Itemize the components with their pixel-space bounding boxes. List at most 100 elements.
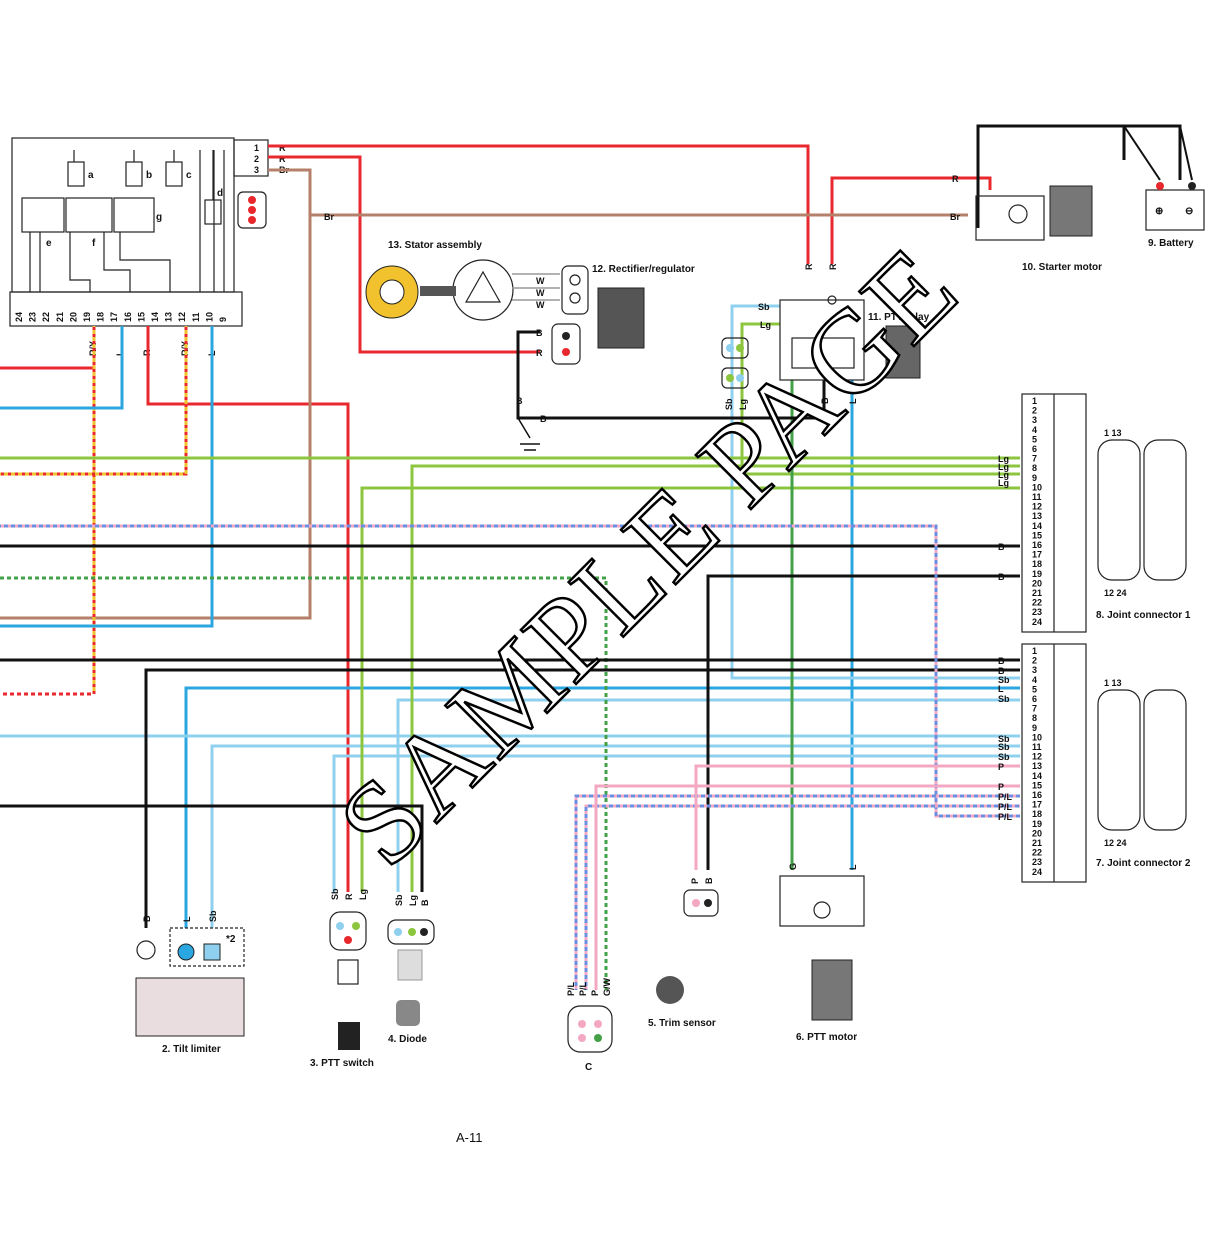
- wire-label-relay-r2: R: [828, 263, 838, 270]
- wire-red-ptt: [146, 326, 350, 892]
- wire-label-w2: W: [536, 288, 545, 298]
- jc2-wire-label: P/L: [998, 802, 1013, 812]
- label-ptt-relay: 11. PTT relay: [868, 312, 930, 323]
- wire-sb-2: [210, 744, 1020, 928]
- diode: 4. Diode Sb Lg B: [387, 894, 435, 1045]
- ecu-pin-11: 11: [191, 312, 201, 322]
- wire-label-diode-b: B: [420, 899, 430, 906]
- jc2-face-bottom: 12 24: [1104, 838, 1127, 848]
- wire-label-conn-sb: Sb: [724, 398, 734, 410]
- wire-black-3: [144, 668, 1020, 928]
- jc1-face-top: 1 13: [1104, 428, 1122, 438]
- jc2-wire-label: L: [998, 684, 1004, 694]
- wire-sb-5: [730, 304, 1020, 680]
- jc2-pins-15: 15: [1032, 780, 1042, 790]
- fuse-b-icon: [125, 161, 143, 187]
- wire-label-ptt-r: R: [344, 893, 354, 900]
- jc2-pins-3: 3: [1032, 665, 1037, 675]
- jc2-pins-5: 5: [1032, 684, 1037, 694]
- wire-label-c-pl1: P/L: [566, 981, 576, 996]
- wire-label-diode-lg: Lg: [408, 895, 418, 906]
- wire-brown-1: [0, 168, 312, 620]
- wire-blue-l1: [0, 326, 124, 410]
- label-stator: 13. Stator assembly: [388, 240, 482, 251]
- jc1-pins-5: 5: [1032, 434, 1037, 444]
- wires: [0, 124, 1182, 990]
- ecu-pin-21: 21: [55, 312, 65, 322]
- fuse-label-b: b: [146, 170, 152, 181]
- ecu-wire-l-1: L: [115, 350, 125, 356]
- joint-connector-1: 123456789101112131415161718192021222324 …: [1021, 393, 1191, 633]
- jc1-pins-9: 9: [1032, 473, 1037, 483]
- jc2-pins-13: 13: [1032, 761, 1042, 771]
- wire-label-br-mid: Br: [324, 212, 334, 222]
- relay-label-e: e: [46, 238, 52, 249]
- jc1-wire-label: B: [998, 572, 1005, 582]
- relay-label-g: g: [156, 212, 162, 223]
- wire-label-trim-b: B: [704, 877, 714, 884]
- jc2-wire-label: P: [998, 762, 1004, 772]
- label-rectifier: 12. Rectifier/regulator: [592, 264, 695, 275]
- label-ptt-motor: 6. PTT motor: [796, 1032, 857, 1043]
- wire-label-relay-r1: R: [804, 263, 814, 270]
- label-battery: 9. Battery: [1148, 238, 1194, 249]
- page-number: A-11: [456, 1130, 483, 1145]
- jc1-pins-16: 16: [1032, 540, 1042, 550]
- wire-lg-4: [410, 464, 1020, 892]
- ptt-switch: 3. PTT switch Sb R Lg: [310, 888, 374, 1069]
- jc2-wire-label: B: [998, 656, 1005, 666]
- battery: ⊕ ⊖ 9. Battery R: [952, 125, 1205, 249]
- wire-blue-tilt: [184, 686, 1020, 928]
- wire-label-conn-lg: Lg: [738, 399, 748, 410]
- jc1-pins-22: 22: [1032, 598, 1042, 608]
- wire-red-1: [268, 144, 810, 264]
- jc2-pins-11: 11: [1032, 742, 1042, 752]
- wire-black-4: [0, 804, 424, 892]
- wire-label-tl-l: L: [182, 916, 192, 922]
- jc2-pins-10: 10: [1032, 732, 1042, 742]
- jc2-wire-label: Sb: [998, 675, 1010, 685]
- jc2-pins-20: 20: [1032, 828, 1042, 838]
- jc1-pins-10: 10: [1032, 482, 1042, 492]
- fuse-d-icon: [204, 199, 222, 225]
- jc2-wire-label: Sb: [998, 734, 1010, 744]
- relay-f-icon: [65, 197, 113, 233]
- jc1-pins-13: 13: [1032, 511, 1042, 521]
- wire-pink-2: [694, 764, 1020, 870]
- wire-black-5: [706, 574, 1020, 870]
- jc2-pins-21: 21: [1032, 838, 1042, 848]
- jc2-pins-7: 7: [1032, 704, 1037, 714]
- wire-label-diode-sb: Sb: [394, 894, 404, 906]
- wire-label-rect-b: B: [536, 328, 543, 338]
- jc2-pins-16: 16: [1032, 790, 1042, 800]
- wire-label-tl-b: B: [142, 915, 152, 922]
- fuse-box-pin-3: 3: [254, 165, 259, 175]
- jc2-wire-label: P/L: [998, 812, 1013, 822]
- wire-label-w1: W: [536, 276, 545, 286]
- wire-label-relay-g: G: [788, 397, 798, 404]
- label-tilt-limiter: 2. Tilt limiter: [162, 1044, 221, 1055]
- wire-pl-3: [584, 804, 1020, 990]
- ecu-pin-15: 15: [136, 312, 146, 322]
- fuse-label-d: d: [217, 188, 223, 199]
- ecu-pin-18: 18: [96, 312, 106, 322]
- wire-red-3: [830, 176, 992, 264]
- jc2-pins-2: 2: [1032, 656, 1037, 666]
- note-mark: *2: [226, 934, 236, 945]
- fuse-a-icon: [67, 161, 85, 187]
- relay-label-f: f: [92, 238, 96, 249]
- ecu-pin-16: 16: [123, 312, 133, 322]
- jc2-pins-1: 1: [1032, 646, 1037, 656]
- jc1-pins-24: 24: [1032, 617, 1042, 627]
- ecu-pin-24: 24: [14, 312, 24, 322]
- jc2-wire-label: Sb: [998, 752, 1010, 762]
- wire-ry-1: [0, 326, 96, 696]
- fuse-box-pin-2: 2: [254, 154, 259, 164]
- label-connector-c: C: [585, 1062, 592, 1073]
- jc2-pins-23: 23: [1032, 857, 1042, 867]
- fuse-box-wire-1: R: [279, 143, 286, 153]
- connector-c: C P/L P/L P G/W: [566, 977, 613, 1073]
